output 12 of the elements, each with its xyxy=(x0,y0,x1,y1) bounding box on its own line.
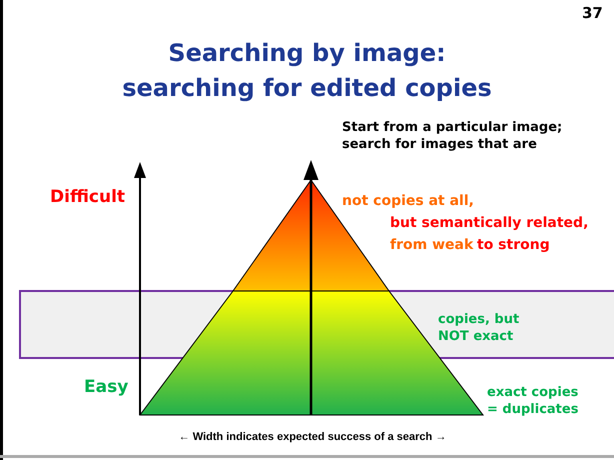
category-text: to strong xyxy=(477,236,550,254)
category-text: from weak xyxy=(390,236,474,254)
intro-text: Start from a particular image; search for images that are xyxy=(342,120,564,154)
difficulty-label: Difficult xyxy=(50,186,126,208)
slide-number: 37 xyxy=(582,4,603,24)
category-text: not copies at all, xyxy=(342,192,474,210)
category-text: exact copies = duplicates xyxy=(487,385,580,419)
category-text: but semantically related, xyxy=(390,214,588,232)
difficulty-label: Easy xyxy=(84,376,128,398)
category-text: copies, but NOT exact xyxy=(438,312,520,346)
axis-caption: ← Width indicates expected success of a search → xyxy=(178,430,448,444)
slide-title: Searching by image: searching for edited copies xyxy=(121,38,493,104)
